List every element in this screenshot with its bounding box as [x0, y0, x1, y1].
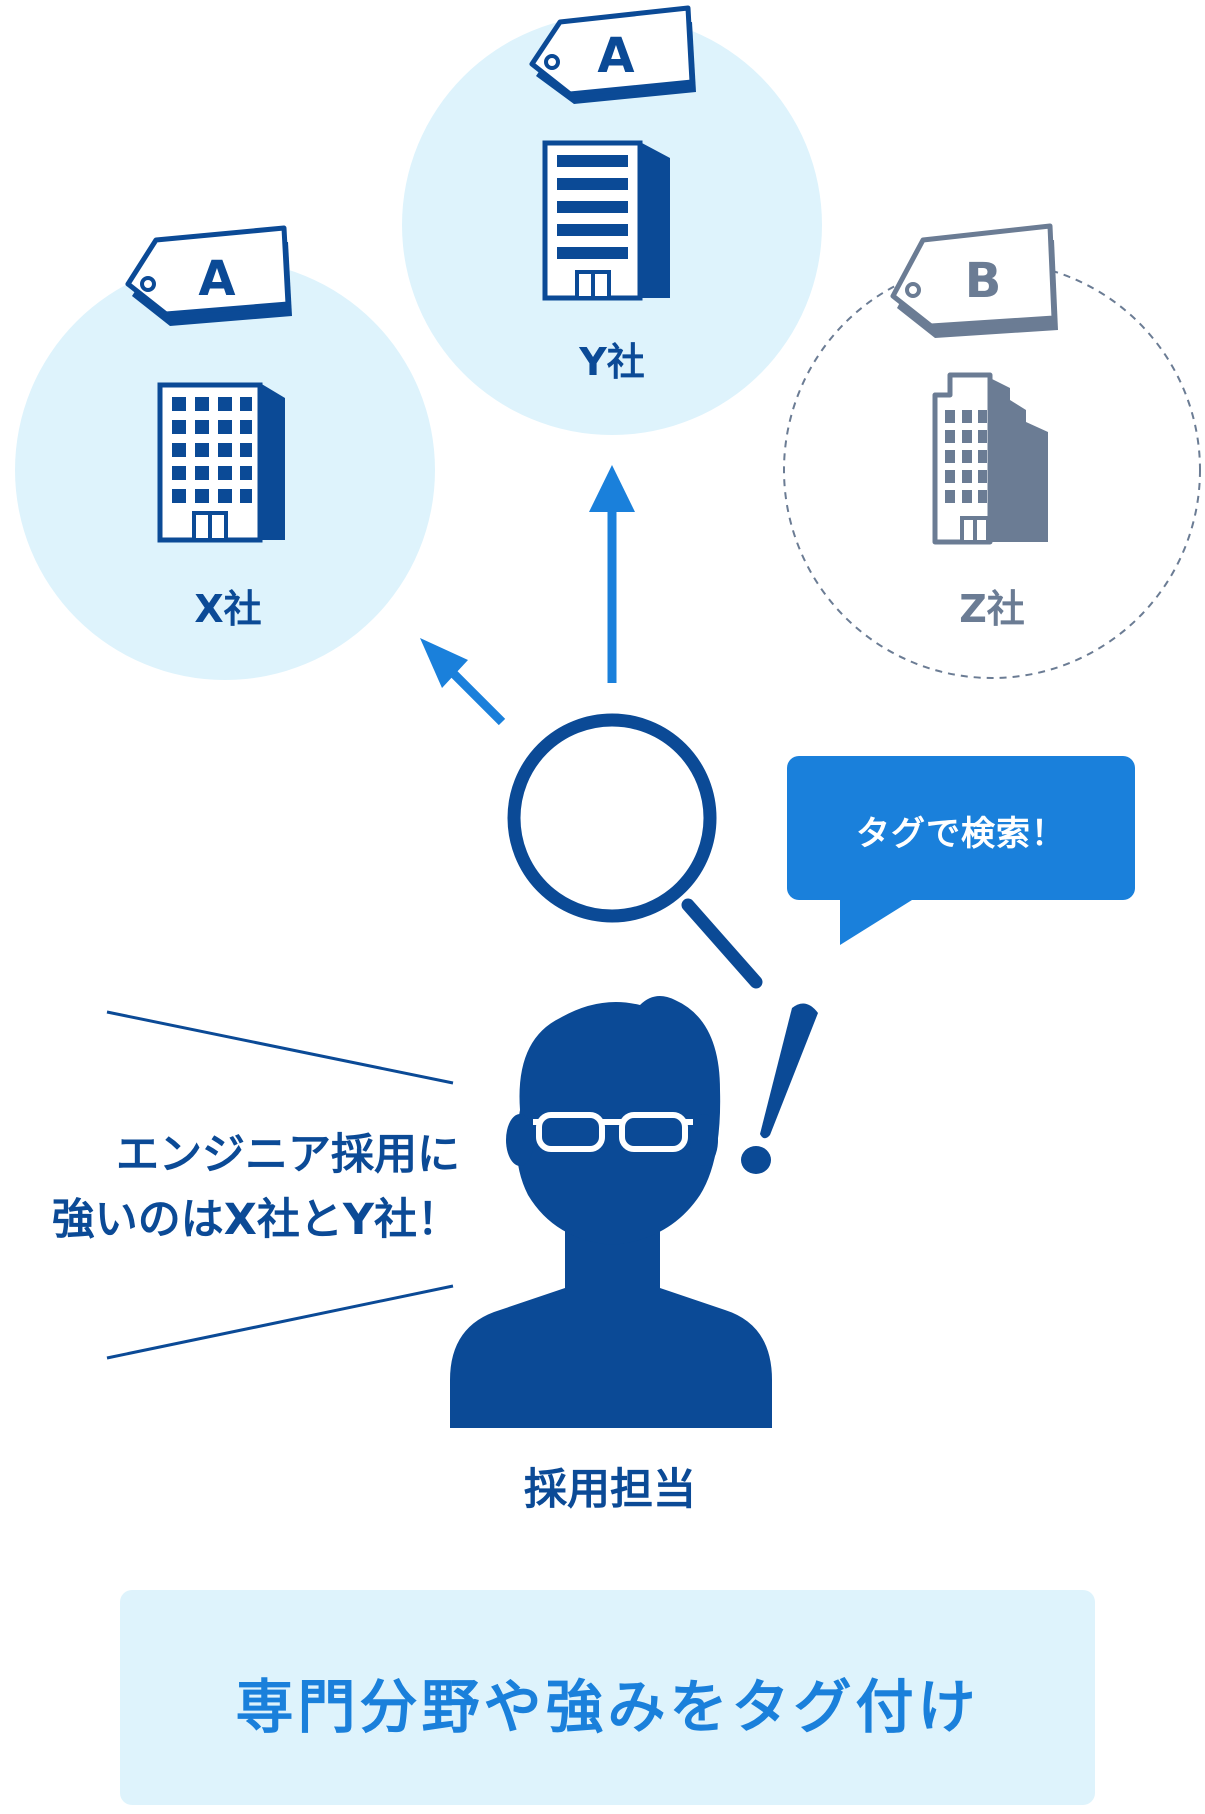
- speech-lines: [106, 1010, 454, 1360]
- company-z-label: Z社: [959, 587, 1025, 631]
- company-y: A Y社: [402, 5, 822, 435]
- summary-banner-text: 専門分野や強みをタグ付け: [235, 1673, 980, 1741]
- summary-banner: 専門分野や強みをタグ付け: [120, 1590, 1095, 1805]
- building-icon: [932, 372, 1048, 545]
- speech-bubble-text: タグで検索！: [856, 814, 1066, 854]
- quote-line-2: 強いのはX社とY社！: [51, 1195, 460, 1245]
- quote-line-1: エンジニア採用に: [116, 1130, 460, 1180]
- arrow-icon: [420, 638, 506, 726]
- company-z: B Z社: [783, 223, 1201, 679]
- building-icon: [542, 140, 670, 301]
- tag-icon: B: [890, 223, 1058, 338]
- exclamation-icon: [741, 1003, 818, 1174]
- magnifier-icon: [507, 713, 763, 989]
- arrow-icon: [589, 465, 635, 683]
- tag-label-z: B: [965, 253, 1002, 309]
- glasses-icon: [533, 1112, 693, 1152]
- building-icon: [157, 382, 285, 543]
- speech-bubble: タグで検索！: [787, 756, 1135, 900]
- tag-icon: A: [125, 225, 292, 326]
- speech-quote: エンジニア採用に 強いのはX社とY社！: [0, 1123, 460, 1253]
- tag-icon: A: [529, 5, 696, 104]
- tag-label-y: A: [597, 28, 634, 84]
- person-icon: [450, 996, 772, 1428]
- tag-label-x: A: [198, 251, 235, 307]
- company-x-label: X社: [194, 587, 261, 631]
- company-y-label: Y社: [578, 340, 645, 384]
- person-label: 採用担当: [524, 1465, 696, 1515]
- speech-bubble-tail: [840, 895, 920, 945]
- company-x: A X社: [15, 225, 435, 680]
